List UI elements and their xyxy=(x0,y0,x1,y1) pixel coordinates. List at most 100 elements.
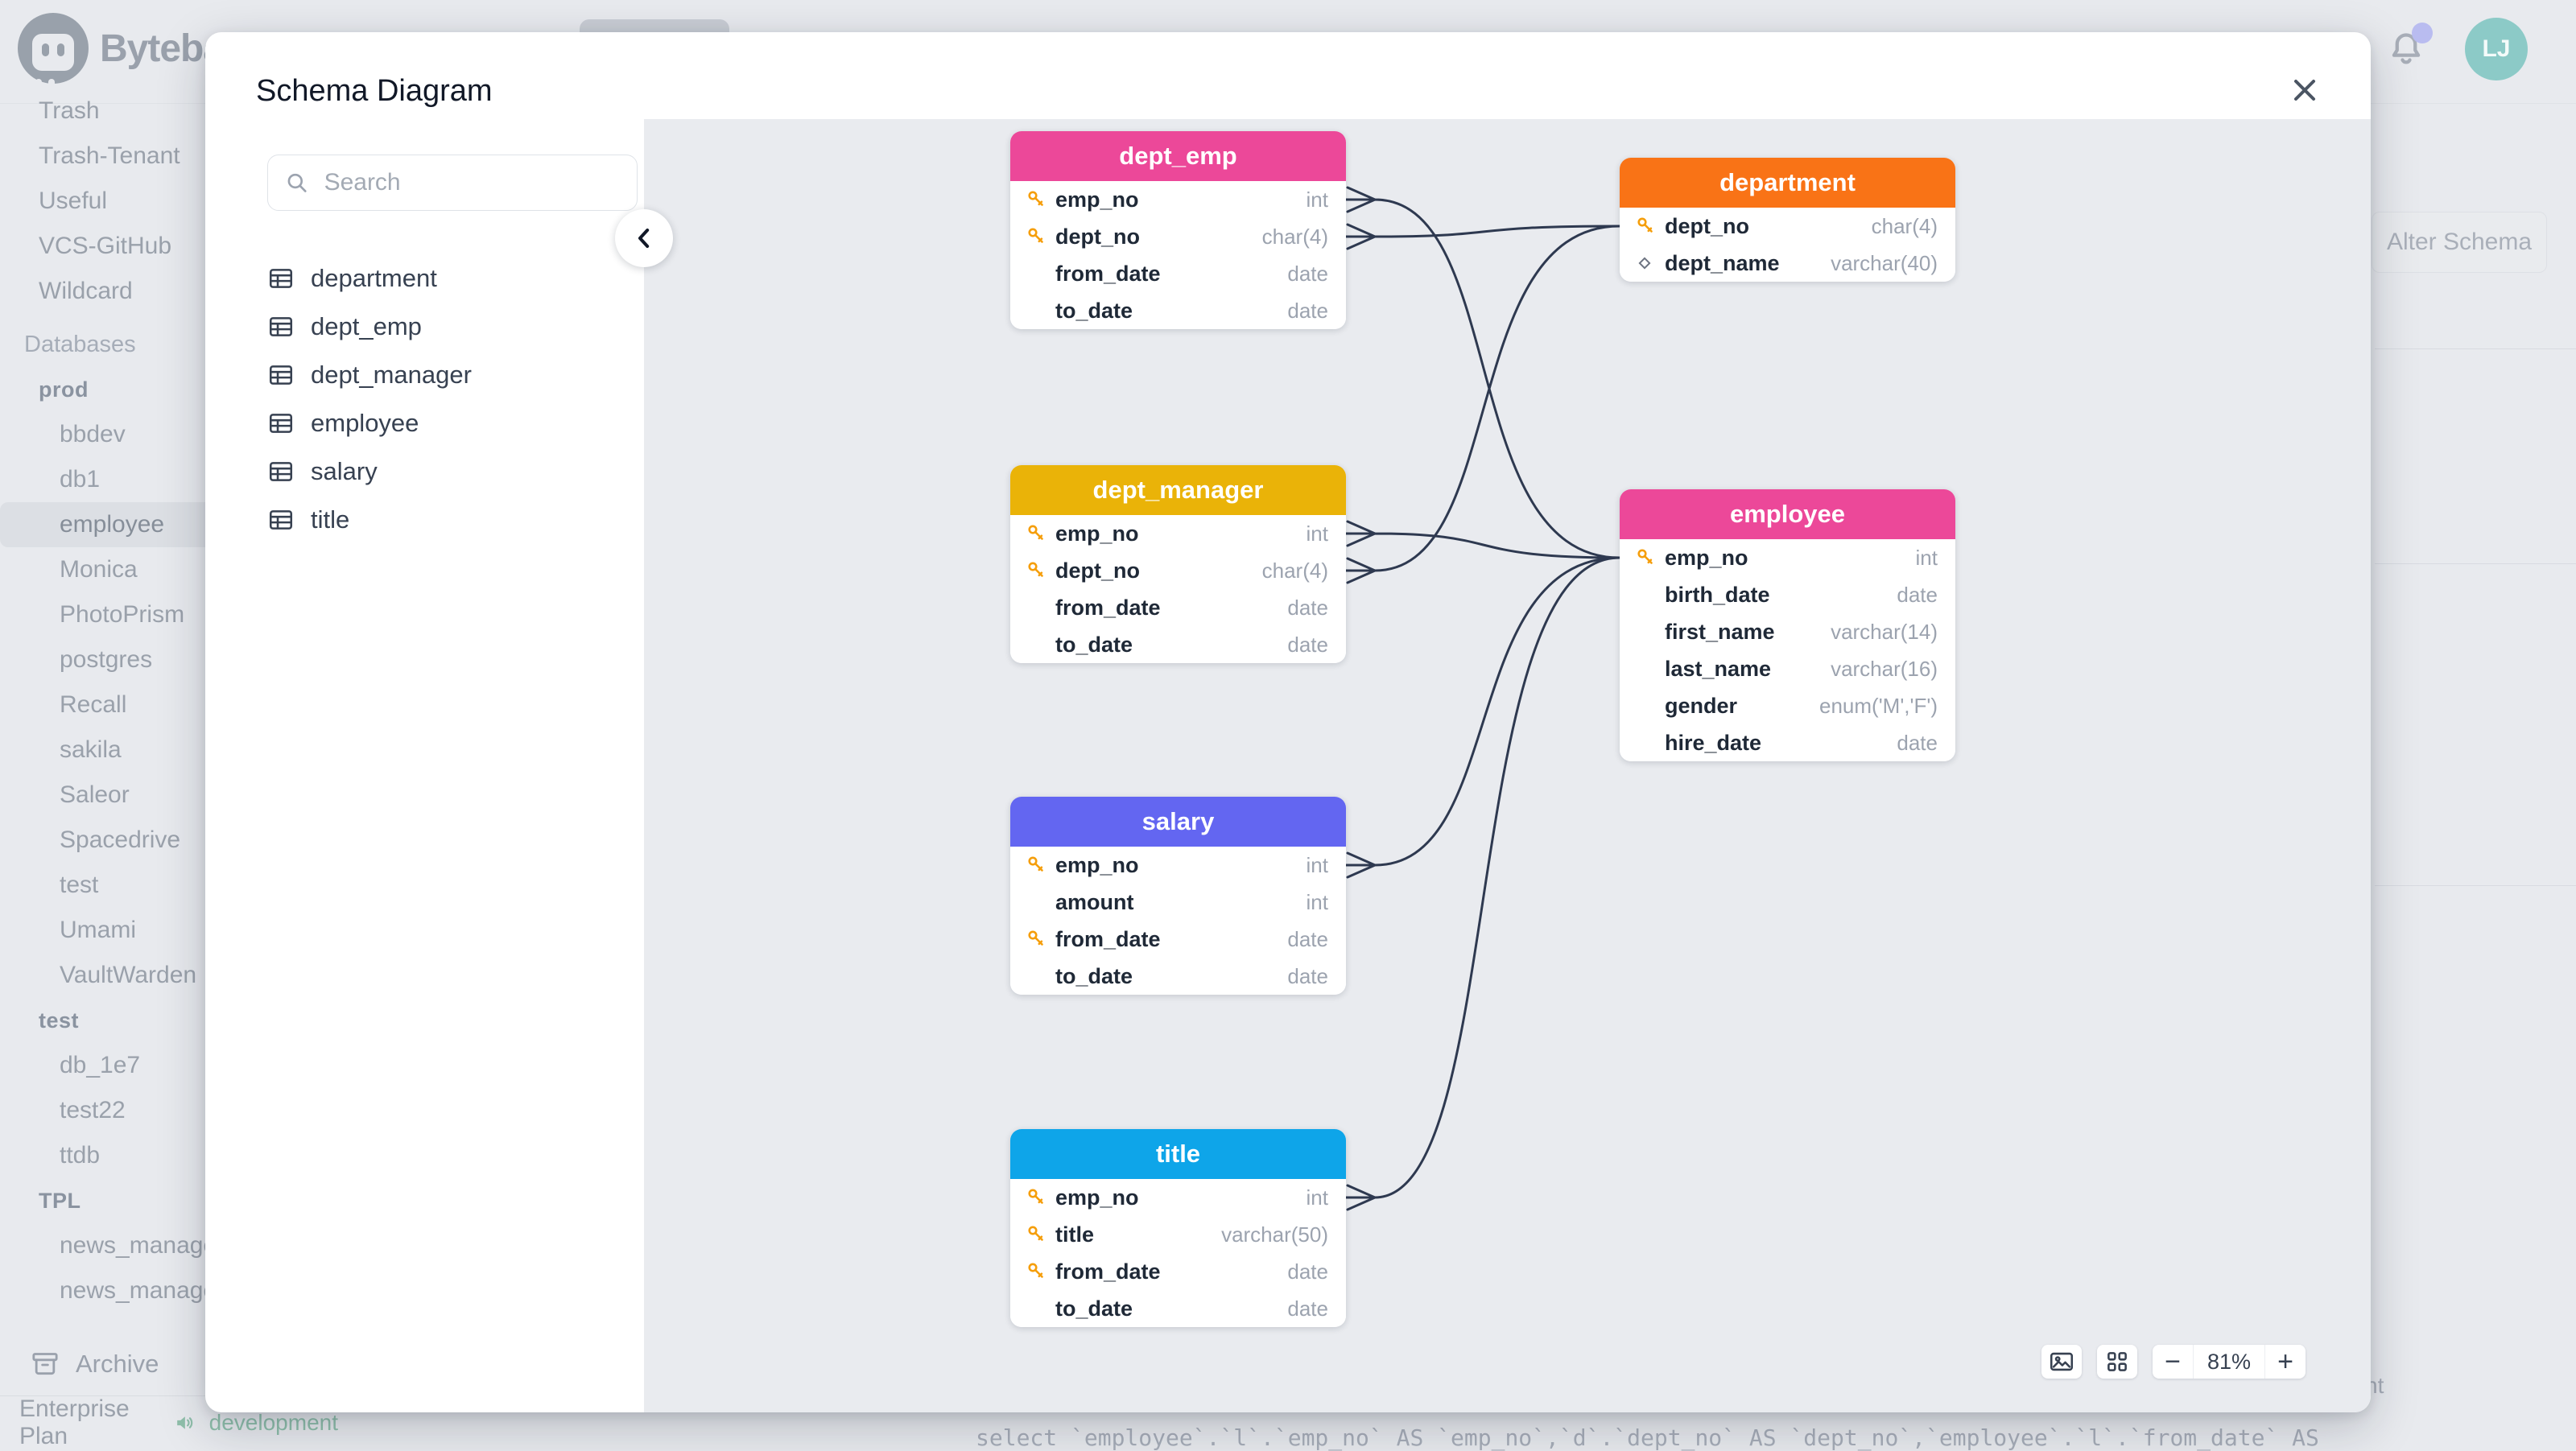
bytebase-mascot-icon xyxy=(18,13,89,90)
schema-diagram-modal: Schema Diagram departmentdept_empdept_ma… xyxy=(205,32,2371,1412)
table-list-item-department[interactable]: department xyxy=(267,254,628,303)
notification-dot xyxy=(2412,23,2433,43)
table-list-item-dept_emp[interactable]: dept_emp xyxy=(267,303,628,351)
sidebar-item-db1[interactable]: db1 xyxy=(60,466,101,493)
chevron-left-icon xyxy=(638,229,650,248)
sidebar-item-photoprism[interactable]: PhotoPrism xyxy=(60,601,185,628)
relationship-edges xyxy=(1344,186,1621,1211)
plan-footer: Enterprise Plan development xyxy=(0,1395,338,1449)
sidebar-item-recall[interactable]: Recall xyxy=(60,691,127,718)
table-header: title xyxy=(1010,1129,1346,1179)
sidebar-section-databases: Databases xyxy=(24,331,136,357)
environment-badge: development xyxy=(208,1409,338,1435)
sidebar-item-useful[interactable]: Useful xyxy=(39,188,108,214)
sidebar-item-ttdb[interactable]: ttdb xyxy=(60,1142,101,1169)
sidebar-item-spacedrive[interactable]: Spacedrive xyxy=(60,826,181,853)
sidebar-item-vcs-github[interactable]: VCS-GitHub xyxy=(39,233,172,259)
table-list-item-salary[interactable]: salary xyxy=(267,447,628,496)
sidebar-item-trash[interactable]: Trash xyxy=(39,97,100,124)
primary-key-icon xyxy=(1028,525,1043,540)
sidebar-item-test22[interactable]: test22 xyxy=(60,1097,126,1123)
sidebar-item-test[interactable]: test xyxy=(60,872,99,898)
sidebar-group-prod[interactable]: prod xyxy=(39,377,89,402)
sidebar-item-wildcard[interactable]: Wildcard xyxy=(39,278,133,304)
primary-key-icon xyxy=(1637,549,1653,564)
sidebar-item-news_manage[interactable]: news_manage xyxy=(60,1277,217,1304)
sidebar-item-sakila[interactable]: sakila xyxy=(60,736,122,763)
table-panel: departmentdept_empdept_manageremployeesa… xyxy=(205,119,644,1412)
primary-key-icon xyxy=(1028,191,1043,206)
sidebar-item-bbdev[interactable]: bbdev xyxy=(60,421,126,447)
background-sql-text: select `employee`.`l`.`emp_no` AS `emp_n… xyxy=(976,1424,2319,1451)
canvas-controls: − 81% + xyxy=(2041,1345,2306,1379)
archive-label: Archive xyxy=(76,1350,159,1378)
search-box xyxy=(267,155,638,211)
background-divider xyxy=(2375,885,2576,886)
table-header: dept_manager xyxy=(1010,465,1346,515)
speaker-icon xyxy=(176,1416,192,1429)
table-icon xyxy=(269,414,293,433)
export-image-button[interactable] xyxy=(2041,1345,2082,1379)
edge-salary.emp_no-to-employee.emp_no xyxy=(1344,556,1621,879)
modal-title: Schema Diagram xyxy=(256,74,493,108)
sidebar-item-monica[interactable]: Monica xyxy=(60,556,138,583)
sidebar-item-news_manage[interactable]: news_manage xyxy=(60,1232,217,1259)
sidebar-item-postgres[interactable]: postgres xyxy=(60,646,153,673)
notifications-bell-icon[interactable] xyxy=(2384,23,2433,71)
close-icon xyxy=(2293,79,2316,101)
edge-title.emp_no-to-employee.emp_no xyxy=(1344,556,1621,1211)
table-header: department xyxy=(1620,158,1955,208)
sidebar-item-umami[interactable]: Umami xyxy=(60,917,136,943)
edge-dept_manager.dept_no-to-department.dept_no xyxy=(1344,225,1621,584)
zoom-in-button[interactable]: + xyxy=(2277,1346,2293,1377)
table-icon xyxy=(269,317,293,336)
zoom-out-button[interactable]: − xyxy=(2165,1346,2181,1377)
panel-collapse-button[interactable] xyxy=(615,209,673,267)
table-list-item-employee[interactable]: employee xyxy=(267,399,628,447)
edge-dept_emp.dept_no-to-department.dept_no xyxy=(1344,223,1621,250)
background-divider xyxy=(2375,348,2576,349)
alter-schema-button[interactable]: Alter Schema xyxy=(2372,212,2547,273)
sidebar-item-archive[interactable]: Archive xyxy=(0,1338,338,1391)
sidebar-item-trash-tenant[interactable]: Trash-Tenant xyxy=(39,142,180,169)
avatar[interactable]: LJ xyxy=(2465,18,2528,80)
sidebar-item-saleor[interactable]: Saleor xyxy=(60,781,130,808)
table-list-item-title[interactable]: title xyxy=(267,496,628,544)
primary-key-icon xyxy=(1028,562,1043,577)
auto-layout-button[interactable] xyxy=(2097,1345,2137,1379)
sidebar-group-test[interactable]: test xyxy=(39,1008,80,1033)
sidebar-group-TPL[interactable]: TPL xyxy=(39,1188,81,1213)
sidebar-item-db_1e7[interactable]: db_1e7 xyxy=(60,1052,141,1078)
close-button[interactable] xyxy=(2285,71,2324,109)
search-input[interactable] xyxy=(322,168,621,197)
background-divider xyxy=(2375,563,2576,564)
table-list-item-dept_manager[interactable]: dept_manager xyxy=(267,351,628,399)
sidebar-item-vaultwarden[interactable]: VaultWarden xyxy=(60,962,197,988)
primary-key-icon xyxy=(1028,930,1043,946)
image-icon xyxy=(2050,1352,2074,1371)
